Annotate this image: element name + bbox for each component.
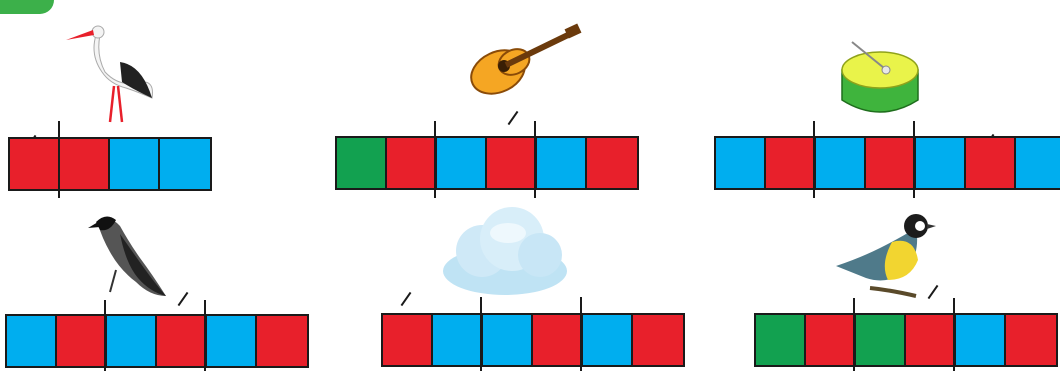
sound-cell [806, 315, 856, 365]
sound-scheme-5 [381, 313, 685, 367]
sound-cell [160, 139, 210, 189]
sound-cell [1006, 315, 1056, 365]
sound-cell [537, 138, 587, 188]
sound-cell [483, 315, 533, 365]
sound-cell [437, 138, 487, 188]
sound-cell [856, 315, 906, 365]
sound-cell [157, 316, 207, 366]
sound-cell [207, 316, 257, 366]
syllable-divider [104, 300, 106, 371]
sound-cell [587, 138, 637, 188]
sound-scheme-4 [5, 314, 309, 368]
stress-mark [177, 291, 189, 307]
syllable-divider [580, 297, 582, 371]
sound-cell [107, 316, 157, 366]
stress-mark [400, 291, 412, 307]
sound-cell [257, 316, 307, 366]
syllable-divider [534, 121, 536, 198]
sound-cell [10, 139, 60, 189]
sound-cell [337, 138, 387, 188]
sound-cell [7, 316, 57, 366]
syllable-divider [813, 121, 815, 198]
stork-icon [66, 25, 153, 123]
syllable-divider [853, 298, 855, 371]
sound-scheme-3 [714, 136, 1060, 190]
cloud-icon [443, 207, 567, 295]
tit-icon [836, 214, 936, 298]
sound-cell [583, 315, 633, 365]
sound-cell [756, 315, 806, 365]
sound-cell [433, 315, 483, 365]
sound-cell [866, 138, 916, 188]
sound-scheme-2 [335, 136, 639, 190]
sound-cell [60, 139, 110, 189]
sound-cell [816, 138, 866, 188]
sound-cell [533, 315, 583, 365]
syllable-divider [434, 121, 436, 198]
sound-cell [1016, 138, 1060, 188]
sound-cell [57, 316, 107, 366]
drum-icon [841, 41, 919, 113]
sound-scheme-6 [754, 313, 1058, 367]
sound-cell [766, 138, 816, 188]
sound-cell [633, 315, 683, 365]
sound-cell [966, 138, 1016, 188]
sound-cell [110, 139, 160, 189]
sound-cell [383, 315, 433, 365]
stress-mark [507, 110, 519, 126]
sound-cell [716, 138, 766, 188]
task-number-tab [0, 0, 54, 14]
syllable-divider [913, 121, 915, 198]
sound-cell [487, 138, 537, 188]
sound-cell [916, 138, 966, 188]
sound-cell [387, 138, 437, 188]
crow-icon [88, 216, 166, 296]
sound-scheme-1 [8, 137, 212, 191]
syllable-divider [204, 300, 206, 371]
sound-cell [906, 315, 956, 365]
syllable-divider [58, 121, 60, 198]
syllable-divider [480, 297, 482, 371]
syllable-divider [953, 298, 955, 371]
sound-cell [956, 315, 1006, 365]
guitar-icon [470, 23, 582, 95]
